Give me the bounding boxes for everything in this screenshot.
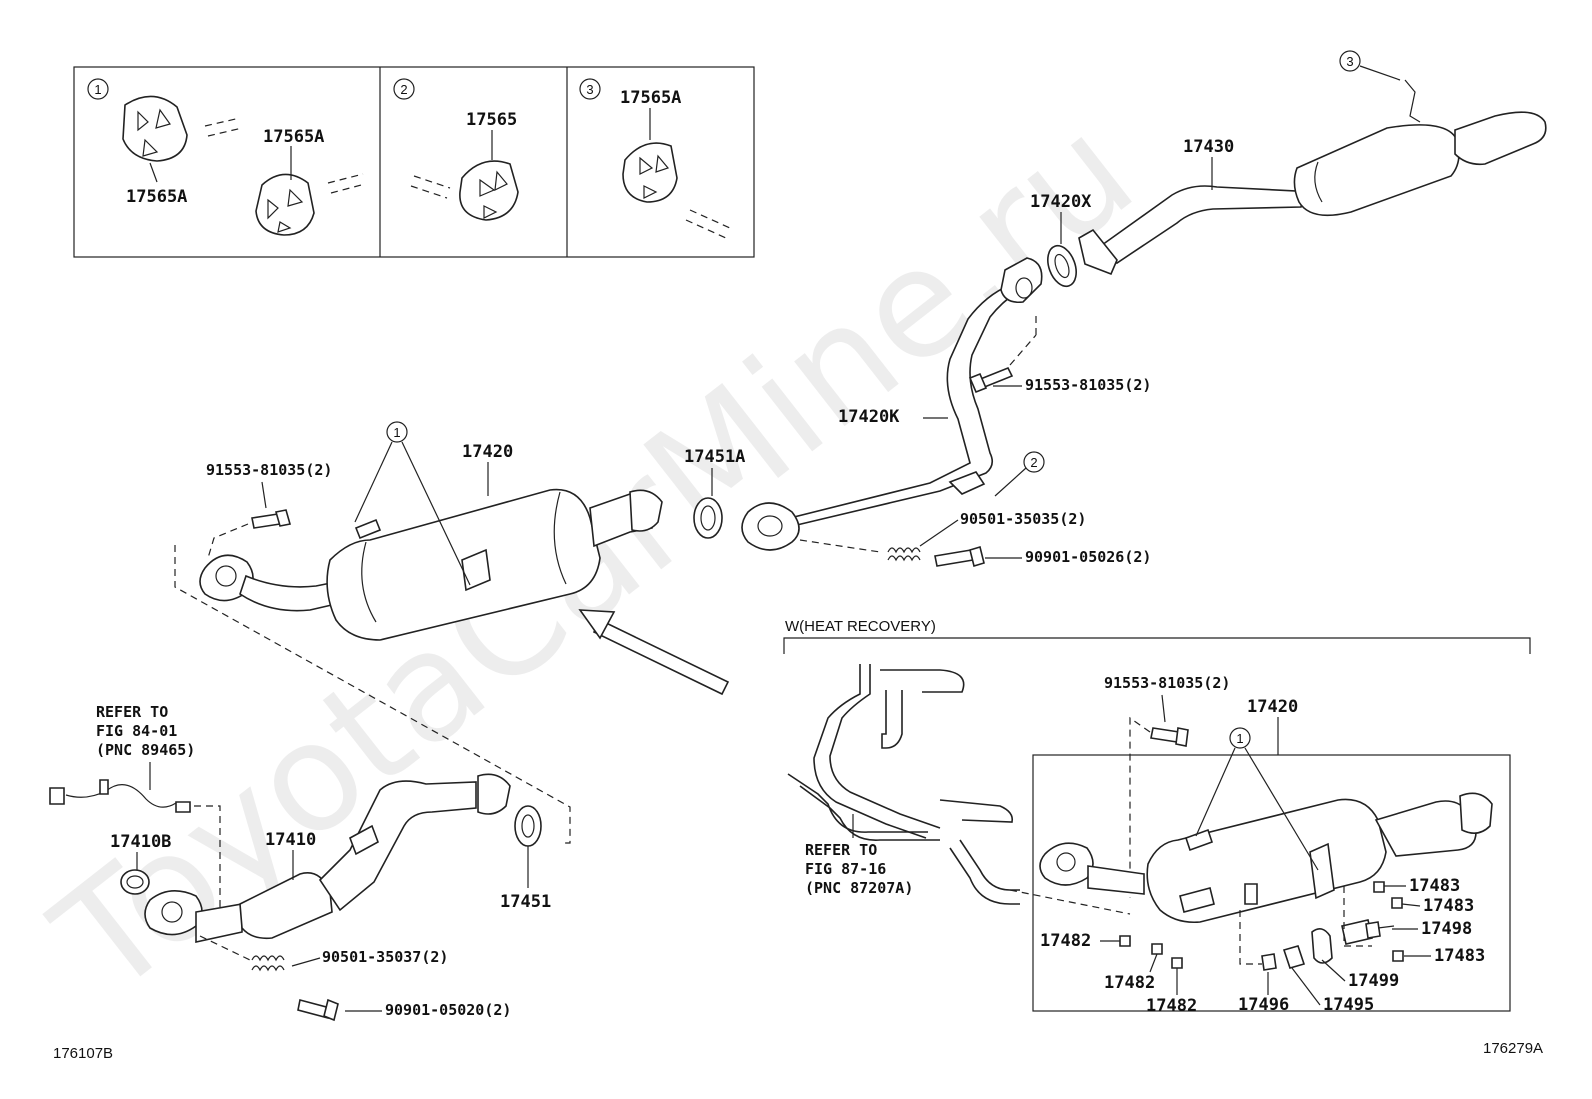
bolts-17483: 17483 17483 17483 (1343, 876, 1485, 966)
part-label: 91553-81035(2) (206, 461, 332, 479)
figure-code-right: 176279A (1483, 1040, 1543, 1057)
part-label: 17482 (1146, 996, 1197, 1016)
part-label: 17420K (838, 407, 900, 427)
refer-text: FIG 87-16 (805, 860, 886, 878)
gasket-17499: 17499 (1311, 928, 1399, 991)
catalytic-converter-17420: 17420 1 (199, 421, 663, 641)
gasket-17451: 17451 (500, 805, 551, 912)
part-label: 17495 (1323, 995, 1374, 1015)
refer-fig-84: REFER TO FIG 84-01 (PNC 89465) (96, 703, 195, 790)
refer-text: (PNC 87207A) (805, 879, 913, 897)
callout-3-label: 3 (586, 82, 593, 97)
part-label: 17483 (1409, 876, 1460, 896)
part-label: 17410 (265, 830, 316, 850)
spring-bolt-lower: 90501-35037(2) 90901-05020(2) (199, 935, 511, 1022)
part-label: 17482 (1104, 973, 1155, 993)
heat-recovery-detail-box (1032, 754, 1511, 1012)
refer-text: FIG 84-01 (96, 722, 177, 740)
clip-17496: 17496 (1238, 910, 1289, 1015)
callout-1-label: 1 (1236, 731, 1243, 746)
refer-text: REFER TO (96, 703, 168, 721)
rubber-hanger-icon (122, 95, 188, 162)
callout-1-label: 1 (393, 425, 400, 440)
part-label: 17430 (1183, 137, 1234, 157)
callout-2-label: 2 (1030, 455, 1037, 470)
flange-bolt-hr: 91553-81035(2) (1104, 674, 1230, 898)
inset-part-label: 17565A (620, 88, 681, 108)
flange-bolt-left: 91553-81035(2) (206, 461, 332, 559)
part-label: 17410B (110, 832, 171, 852)
gasket-17410b: 17410B (110, 832, 171, 895)
flange-bolt-upper: 91553-81035(2) (968, 315, 1151, 394)
inset-panel-3: 3 17565A (579, 78, 731, 239)
oxygen-sensor-wire (49, 779, 221, 916)
gasket-17420x: 17420X (1030, 192, 1092, 288)
valve-assembly-17498: 17498 (1341, 919, 1472, 945)
inset-part-label: 17565 (466, 110, 517, 130)
rubber-hanger-icon (255, 173, 315, 236)
front-pipe-17410: 17410 (144, 773, 511, 943)
part-label: 90901-05020(2) (385, 1001, 511, 1019)
coolant-hoses (787, 664, 1020, 905)
heat-recovery-section: W(HEAT RECOVERY) REFER TO FIG 87-16 (PNC… (783, 618, 1531, 1016)
part-label: 91553-81035(2) (1025, 376, 1151, 394)
part-label: 17496 (1238, 995, 1289, 1015)
inset-panel-1: 1 17565A 17565A (87, 78, 366, 236)
hanger-inset-box: 1 17565A 17565A 2 17565 (73, 66, 755, 258)
part-label: 17420 (462, 442, 513, 462)
part-label: 17499 (1348, 971, 1399, 991)
heat-recovery-converter (1039, 792, 1493, 924)
spring-bolt-group: 90501-35035(2) 90901-05026(2) (799, 510, 1151, 568)
assembly-guide-line (174, 545, 571, 844)
part-label: 17420X (1030, 192, 1092, 212)
refer-text: REFER TO (805, 841, 877, 859)
inset-part-label: 17565A (263, 127, 324, 147)
refer-text: (PNC 89465) (96, 741, 195, 759)
heat-recovery-title: W(HEAT RECOVERY) (785, 618, 936, 635)
part-label: 90501-35035(2) (960, 510, 1086, 528)
gasket-17451a: 17451A (684, 447, 745, 539)
part-label: 90901-05026(2) (1025, 548, 1151, 566)
callout-3-label: 3 (1346, 54, 1353, 69)
inset-part-label: 17565A (126, 187, 187, 207)
part-label: 17451 (500, 892, 551, 912)
center-pipe-17420k: 17420K 2 (741, 257, 1045, 551)
callout-2-label: 2 (400, 82, 407, 97)
callout-1-label: 1 (94, 82, 101, 97)
direction-arrow-icon (578, 609, 730, 696)
rubber-hanger-icon (622, 142, 678, 203)
part-label: 91553-81035(2) (1104, 674, 1230, 692)
sleeve-17495: 17495 (1282, 945, 1374, 1015)
part-label: 17451A (684, 447, 745, 467)
part-label: 90501-35037(2) (322, 948, 448, 966)
rubber-hanger-icon (459, 160, 519, 221)
refer-fig-87: REFER TO FIG 87-16 (PNC 87207A) (805, 814, 913, 897)
part-label: 17483 (1423, 896, 1474, 916)
figure-code-left: 176107B (53, 1045, 113, 1062)
part-label: 17483 (1434, 946, 1485, 966)
inset-panel-2: 2 17565 (393, 78, 519, 221)
bolts-17482: 17482 17482 17482 (1040, 931, 1197, 1016)
tail-pipe-assembly: 3 17430 (1078, 50, 1547, 276)
part-label: 17498 (1421, 919, 1472, 939)
part-label: 17420 (1247, 697, 1298, 717)
part-label: 17482 (1040, 931, 1091, 951)
